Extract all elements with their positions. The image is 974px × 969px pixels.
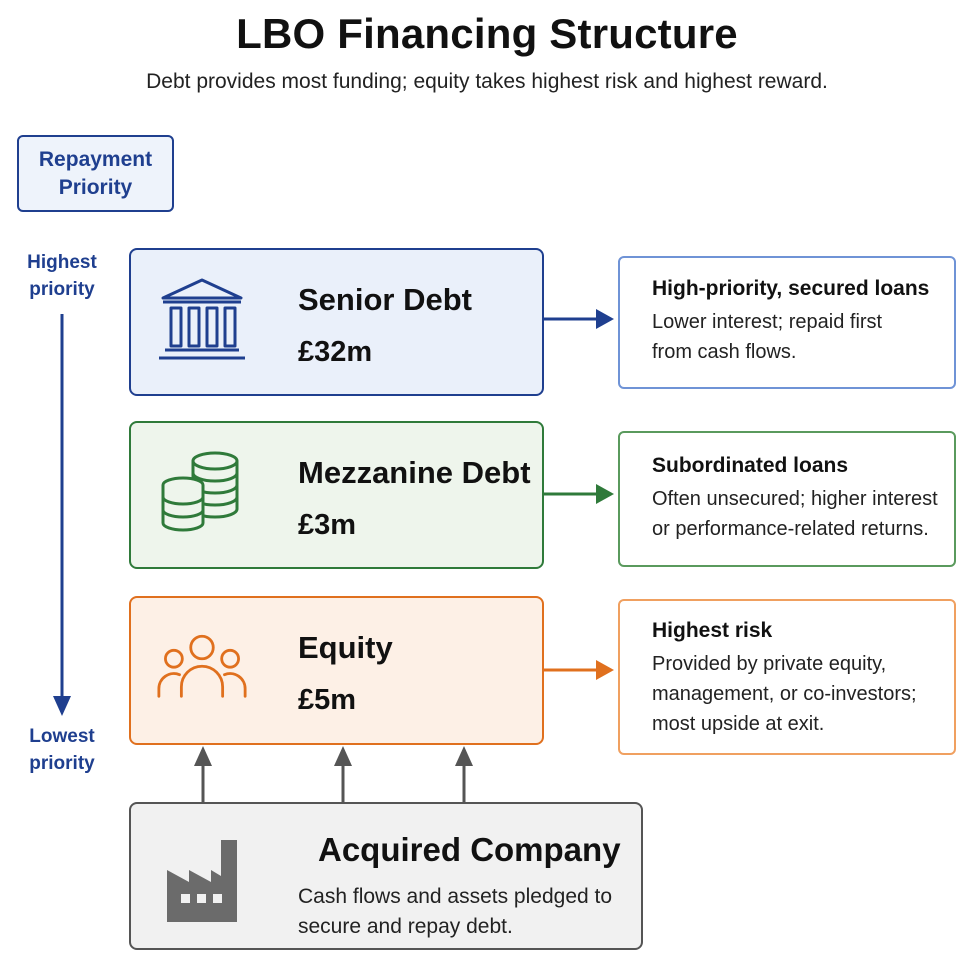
people-icon <box>157 634 247 698</box>
lowest-priority-line2: priority <box>29 752 95 774</box>
mezzanine-debt-amount: £3m <box>298 509 357 541</box>
lowest-priority-line1: Lowest <box>29 726 95 747</box>
mezzanine-debt-desc-heading: Subordinated loans <box>652 454 849 477</box>
factory-icon <box>167 840 237 922</box>
repayment-priority-line2: Priority <box>58 175 133 199</box>
senior-debt-desc-line2: from cash flows. <box>652 341 797 363</box>
equity-desc-line3: most upside at exit. <box>652 713 825 735</box>
equity-description: Highest risk Provided by private equity,… <box>618 599 956 755</box>
equity-desc-heading: Highest risk <box>652 619 773 642</box>
coins-icon <box>161 451 239 532</box>
repayment-priority-line1: Repayment <box>38 148 153 172</box>
equity-amount: £5m <box>298 684 357 716</box>
diagram-subtitle: Debt provides most funding; equity takes… <box>146 70 828 93</box>
company-to-equity-arrows <box>194 746 473 802</box>
equity-name: Equity <box>298 630 393 665</box>
mezzanine-debt-desc-line1: Often unsecured; higher interest <box>652 488 938 510</box>
equity-arrow <box>544 660 614 680</box>
bank-icon <box>159 278 245 360</box>
equity-desc-line1: Provided by private equity, <box>652 653 887 675</box>
diagram-title: LBO Financing Structure <box>236 10 738 57</box>
senior-debt-description: High-priority, secured loans Lower inter… <box>618 256 956 389</box>
senior-debt-amount: £32m <box>298 336 373 368</box>
senior-arrow <box>544 309 614 329</box>
acquired-company-desc-line2: secure and repay debt. <box>298 915 513 939</box>
mezzanine-debt-tier: Mezzanine Debt £3m <box>129 421 544 569</box>
mezzanine-debt-name: Mezzanine Debt <box>298 455 531 490</box>
acquired-company-name: Acquired Company <box>318 831 621 868</box>
priority-axis-arrow <box>53 314 71 716</box>
highest-priority-line1: Highest <box>27 252 97 273</box>
equity-tier: Equity £5m <box>129 596 544 745</box>
senior-debt-desc-heading: High-priority, secured loans <box>652 277 930 300</box>
repayment-priority-label: Repayment Priority <box>17 135 174 212</box>
mezzanine-arrow <box>544 484 614 504</box>
highest-priority-label: Highest priority <box>12 250 112 303</box>
lowest-priority-label: Lowest priority <box>12 724 112 777</box>
acquired-company-box: Acquired Company Cash flows and assets p… <box>129 802 643 950</box>
mezzanine-debt-description: Subordinated loans Often unsecured; high… <box>618 431 956 567</box>
highest-priority-line2: priority <box>29 278 95 300</box>
senior-debt-desc-line1: Lower interest; repaid first <box>652 311 883 333</box>
mezzanine-debt-desc-line2: or performance-related returns. <box>652 518 929 540</box>
equity-desc-line2: management, or co-investors; <box>652 683 917 705</box>
senior-debt-tier: Senior Debt £32m <box>129 248 544 396</box>
senior-debt-name: Senior Debt <box>298 282 472 317</box>
acquired-company-desc-line1: Cash flows and assets pledged to <box>298 885 613 908</box>
